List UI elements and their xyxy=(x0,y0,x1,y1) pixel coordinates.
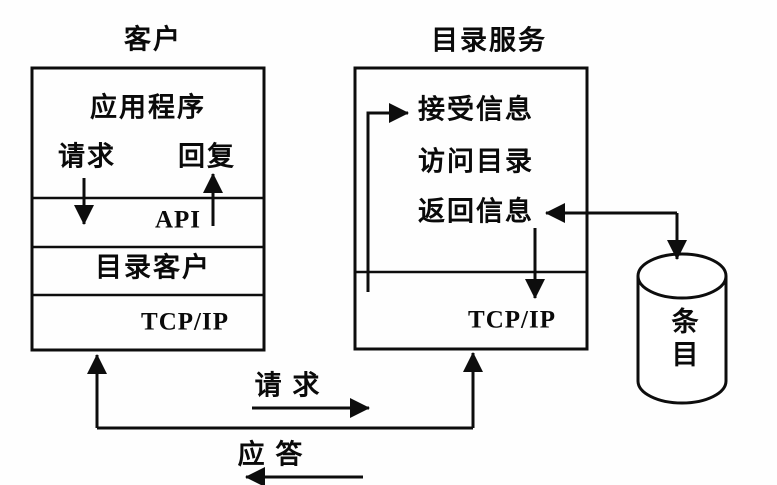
service-step-access-label: 访问目录 xyxy=(418,146,534,177)
entry-store-label: 条目 xyxy=(667,307,698,373)
client-request-label: 请求 xyxy=(58,141,116,172)
application-layer-label: 应用程序 xyxy=(90,92,206,123)
service-tcpip-label: TCP/IP xyxy=(468,306,556,334)
flow-request-label: 请 求 xyxy=(254,370,322,401)
flow-response-label: 应 答 xyxy=(237,439,305,470)
service-step-receive-label: 接受信息 xyxy=(418,94,534,125)
directory-service-box xyxy=(353,66,589,351)
entry-cylinder-body xyxy=(636,276,728,405)
client-title: 客户 xyxy=(124,24,182,55)
entry-cylinder-top xyxy=(636,252,728,300)
incoming-message-arrow xyxy=(366,103,409,292)
directory-service-title: 目录服务 xyxy=(431,25,547,56)
service-step-return-label: 返回信息 xyxy=(418,196,534,227)
directory-client-layer-label: 目录客户 xyxy=(95,252,211,283)
client-box xyxy=(30,66,266,352)
api-layer-label: API xyxy=(154,206,202,234)
client-reply-label: 回复 xyxy=(178,141,236,172)
client-tcpip-label: TCP/IP xyxy=(141,308,229,336)
